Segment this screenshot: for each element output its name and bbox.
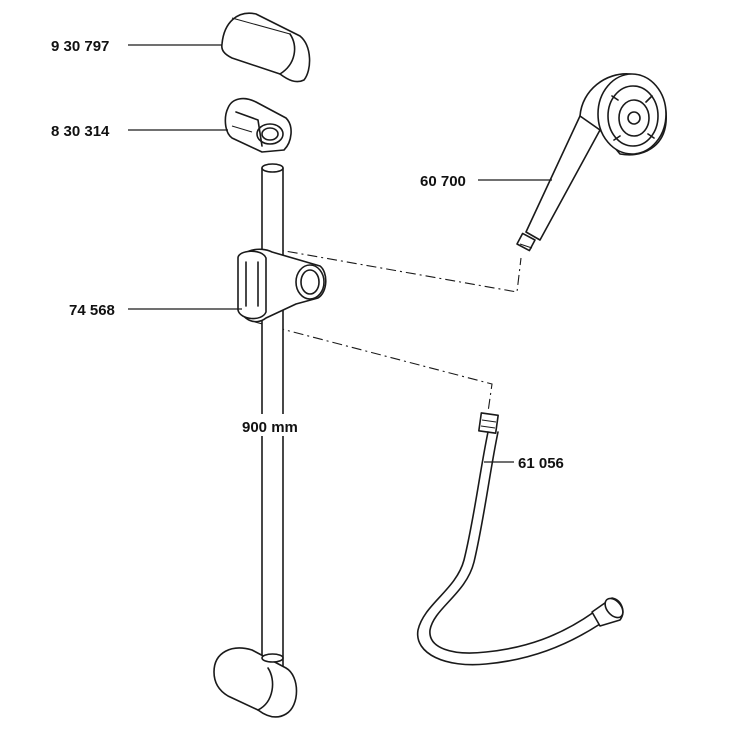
part-number-slider: 74 568	[69, 302, 115, 319]
hand-shower-part	[516, 73, 667, 252]
hose-part	[417, 412, 624, 666]
rail-top	[261, 163, 284, 173]
slider-part	[237, 248, 327, 323]
dimension-label-bg	[236, 414, 314, 436]
assembly-line-shower	[267, 247, 522, 293]
bottom-bracket-part	[213, 647, 298, 718]
part-number-hose: 61 056	[518, 455, 564, 472]
assembly-line-hose	[254, 321, 493, 413]
end-cap-part	[221, 12, 311, 83]
rail-length-label: 900 mm	[242, 419, 298, 436]
leader-lines	[128, 44, 552, 463]
part-number-hand-shower: 60 700	[420, 173, 466, 190]
bracket-part	[224, 97, 292, 153]
assembly-lines	[254, 247, 522, 413]
part-number-bracket: 8 30 314	[51, 123, 110, 140]
part-number-end-cap: 9 30 797	[51, 38, 109, 55]
